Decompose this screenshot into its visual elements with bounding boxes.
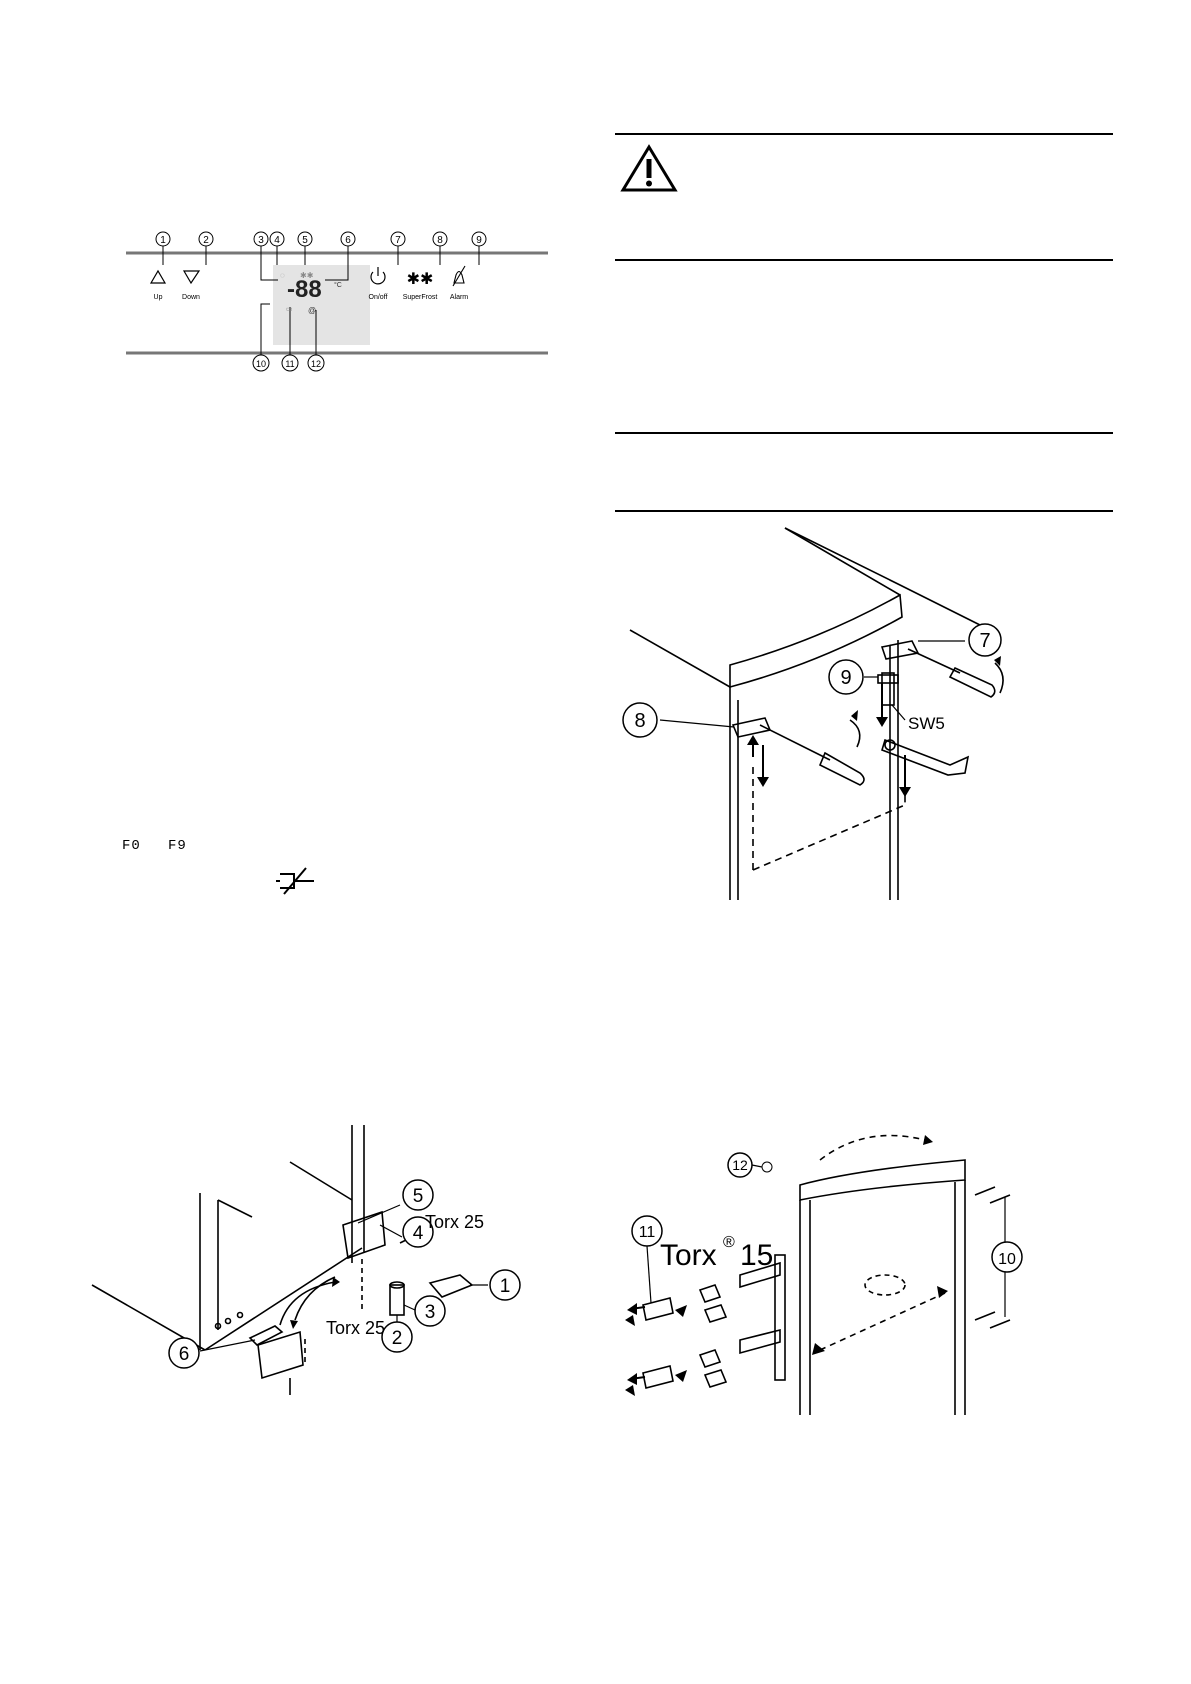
callout-3: 3 <box>403 1295 446 1327</box>
handle-figure: 12 11 10 Torx ® 15 <box>625 1134 1023 1415</box>
superfrost-icon: ✱✱ <box>407 271 434 288</box>
down-button-label: Down <box>182 294 200 301</box>
display-panel <box>273 265 370 345</box>
callout-7: 7 <box>918 623 1002 657</box>
svg-text:4: 4 <box>274 235 280 246</box>
callout-8: 8 <box>622 702 735 738</box>
display-indicator-at: @ <box>308 306 316 315</box>
callout-2: 2 <box>198 231 214 265</box>
top-hinge-figure: 7 8 9 SW5 <box>622 527 1004 900</box>
svg-text:8: 8 <box>634 710 645 732</box>
callout-11: 11 <box>631 1215 663 1304</box>
superfrost-button[interactable]: ✱✱ SuperFrost <box>403 271 438 301</box>
up-button-label: Up <box>154 294 163 301</box>
up-button[interactable]: Up <box>149 269 167 301</box>
rule-top <box>615 133 1113 135</box>
temperature-unit: °C <box>334 281 342 289</box>
svg-text:2: 2 <box>203 235 209 246</box>
svg-text:®: ® <box>723 1234 735 1251</box>
bottom-hinge-figure: 5 4 1 3 2 6 Torx 25 Torx 25 <box>91 1125 521 1395</box>
svg-text:3: 3 <box>258 235 264 246</box>
svg-text:12: 12 <box>311 359 321 369</box>
down-button[interactable]: Down <box>182 270 201 301</box>
svg-text:2: 2 <box>392 1328 403 1349</box>
callout-6: 6 <box>168 1337 256 1369</box>
power-icon <box>370 267 386 285</box>
svg-text:6: 6 <box>179 1344 190 1365</box>
control-panel-figure: 1 2 3 4 5 6 7 8 9 10 11 12 ◌ ✱✱ -88 °C ▭… <box>126 231 548 372</box>
svg-text:11: 11 <box>639 1224 656 1241</box>
callout-3: 3 <box>253 231 278 281</box>
alarm-button[interactable]: Alarm <box>450 265 468 301</box>
svg-text:6: 6 <box>345 235 351 246</box>
temperature-display: -88 <box>287 276 322 303</box>
callout-12: 12 <box>727 1152 773 1178</box>
rule-4 <box>615 510 1113 512</box>
svg-text:7: 7 <box>395 235 401 246</box>
svg-text:9: 9 <box>476 235 482 246</box>
svg-text:5: 5 <box>413 1186 424 1207</box>
down-triangle-icon <box>182 270 201 285</box>
error-code-f0: F0 <box>122 838 141 854</box>
callout-2: 2 <box>381 1315 413 1353</box>
display-snowflake-icons: ✱✱ <box>300 271 314 280</box>
torx-label-upper: Torx 25 <box>425 1212 484 1232</box>
callout-11: 11 <box>281 307 299 372</box>
callout-7: 7 <box>390 231 406 265</box>
svg-text:10: 10 <box>998 1251 1016 1268</box>
svg-text:4: 4 <box>413 1223 424 1244</box>
torx-15-label: Torx ® 15 <box>660 1234 773 1272</box>
callout-8: 8 <box>432 231 448 265</box>
alarm-mute-icon <box>452 265 466 287</box>
on-off-button-label: On/off <box>369 294 388 301</box>
callout-5: 5 <box>297 231 313 265</box>
rule-2 <box>615 259 1113 261</box>
svg-text:10: 10 <box>256 359 266 369</box>
svg-text:3: 3 <box>425 1302 436 1323</box>
callout-9: 9 <box>828 659 878 695</box>
alarm-symbol-icon <box>276 867 314 895</box>
callout-1: 1 <box>155 231 171 265</box>
callout-9: 9 <box>471 231 487 265</box>
callout-5: 5 <box>357 1179 434 1224</box>
svg-text:8: 8 <box>437 235 443 246</box>
svg-text:7: 7 <box>979 630 990 652</box>
svg-text:1: 1 <box>160 235 166 246</box>
callout-4: 4 <box>269 231 285 265</box>
up-triangle-icon <box>149 269 167 284</box>
warning-icon <box>620 144 678 192</box>
callout-6: 6 <box>325 231 356 281</box>
wrench-size-label: SW5 <box>891 704 945 733</box>
svg-text:12: 12 <box>732 1157 748 1173</box>
callout-12: 12 <box>307 310 325 372</box>
on-off-button[interactable]: On/off <box>369 267 388 301</box>
display-icon-small: ◌ <box>280 271 285 280</box>
svg-text:9: 9 <box>840 667 851 689</box>
svg-text:5: 5 <box>302 235 308 246</box>
svg-text:SW5: SW5 <box>908 714 945 733</box>
torx-label-lower: Torx 25 <box>326 1318 385 1338</box>
svg-text:1: 1 <box>500 1276 511 1297</box>
callout-1: 1 <box>470 1269 521 1301</box>
callout-4: 4 <box>379 1216 434 1248</box>
superfrost-button-label: SuperFrost <box>403 294 438 301</box>
svg-text:15: 15 <box>740 1239 773 1272</box>
error-code-f9: F9 <box>168 838 187 854</box>
callout-10: 10 <box>252 303 270 372</box>
callout-10: 10 <box>991 1197 1023 1317</box>
alarm-button-label: Alarm <box>450 294 468 301</box>
svg-text:Torx: Torx <box>660 1239 717 1272</box>
display-indicator-left: ▭ <box>286 306 293 313</box>
svg-text:11: 11 <box>285 359 294 369</box>
rule-3 <box>615 432 1113 434</box>
